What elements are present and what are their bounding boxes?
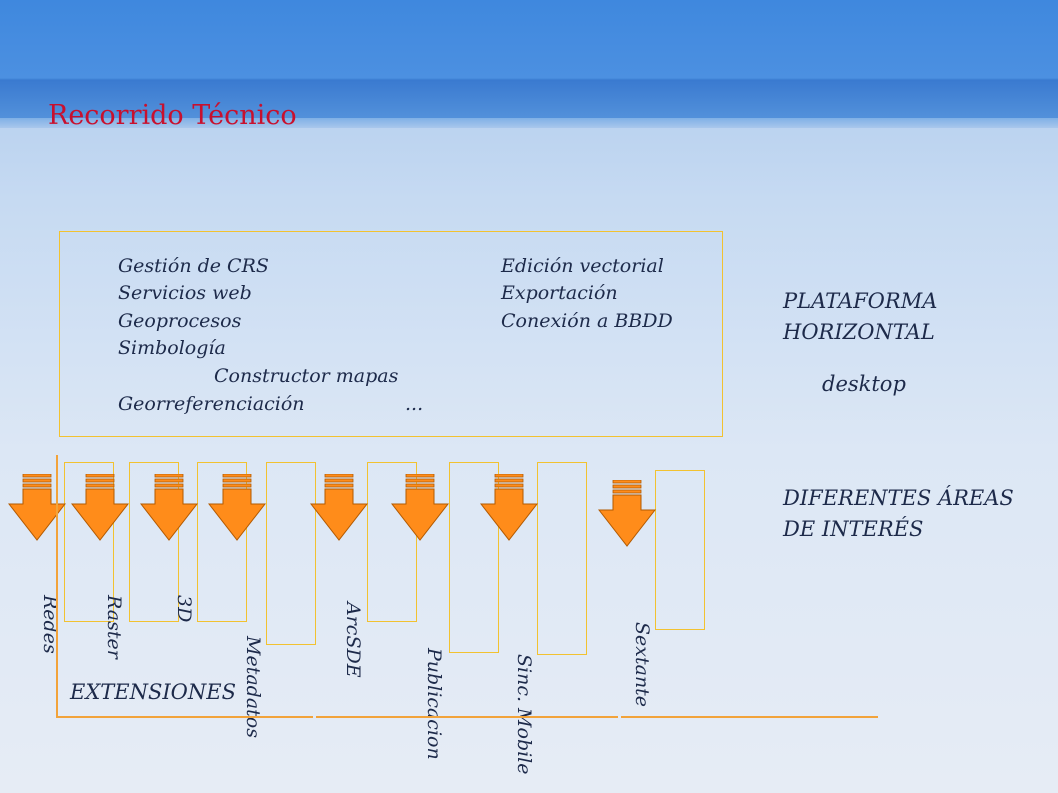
extensions-label: EXTENSIONES xyxy=(70,680,236,704)
feature-vector-editing: Edición vectorial xyxy=(501,255,664,277)
extension-box-sinc-mobile xyxy=(537,462,587,655)
extension-label-raster: Raster xyxy=(103,595,125,659)
extension-label-metadatos: Metadatos xyxy=(242,636,264,738)
feature-ellipsis: ... xyxy=(405,393,424,415)
extension-box-arcsde xyxy=(367,462,417,622)
down-arrow-icon xyxy=(391,474,449,541)
feature-db-connection: Conexión a BBDD xyxy=(501,310,673,332)
down-arrow-icon xyxy=(71,474,129,541)
down-arrow-icon xyxy=(8,474,66,541)
feature-crs: Gestión de CRS xyxy=(118,255,269,277)
extensions-bracket-line-1 xyxy=(56,716,313,718)
extension-box-raster xyxy=(129,462,179,622)
extension-label-sextante: Sextante xyxy=(631,622,653,708)
extension-box-redes xyxy=(64,462,114,622)
feature-geoprocesses: Geoprocesos xyxy=(118,310,242,332)
header-band xyxy=(0,0,1058,127)
platform-line1: PLATAFORMA xyxy=(783,289,938,313)
header-band-edge xyxy=(0,118,1058,128)
down-arrow-icon xyxy=(208,474,266,541)
platform-line2: HORIZONTAL xyxy=(783,320,935,344)
core-features-box xyxy=(59,231,723,437)
feature-map-builder: Constructor mapas xyxy=(214,365,399,387)
feature-web-services: Servicios web xyxy=(118,282,252,304)
feature-symbology: Simbología xyxy=(118,337,226,359)
extension-box-metadatos xyxy=(266,462,316,645)
platform-desktop: desktop xyxy=(822,372,906,396)
down-arrow-icon xyxy=(480,474,538,541)
areas-line1: DIFERENTES ÁREAS xyxy=(783,486,1014,510)
extension-box-3d xyxy=(197,462,247,622)
extension-label-redes: Redes xyxy=(39,595,61,654)
extension-label-arcsde: ArcSDE xyxy=(342,602,364,678)
down-arrow-icon xyxy=(140,474,198,541)
extension-box-sextante xyxy=(655,470,705,630)
extensions-bracket-line-2 xyxy=(316,716,618,718)
extension-label-sinc-mobile: Sinc. Mobile xyxy=(513,654,535,775)
extension-box-publicacion xyxy=(449,462,499,653)
extension-label-publicacion: Publicacion xyxy=(423,648,445,760)
slide-title: Recorrido Técnico xyxy=(48,100,297,131)
down-arrow-icon xyxy=(310,474,368,541)
feature-export: Exportación xyxy=(501,282,618,304)
areas-line2: DE INTERÉS xyxy=(783,517,924,541)
feature-georeferencing: Georreferenciación xyxy=(118,393,305,415)
extensions-bracket-vertical xyxy=(56,455,58,717)
extension-label-3d: 3D xyxy=(173,595,195,623)
extensions-bracket-line-3 xyxy=(621,716,878,718)
down-arrow-icon xyxy=(598,480,656,547)
